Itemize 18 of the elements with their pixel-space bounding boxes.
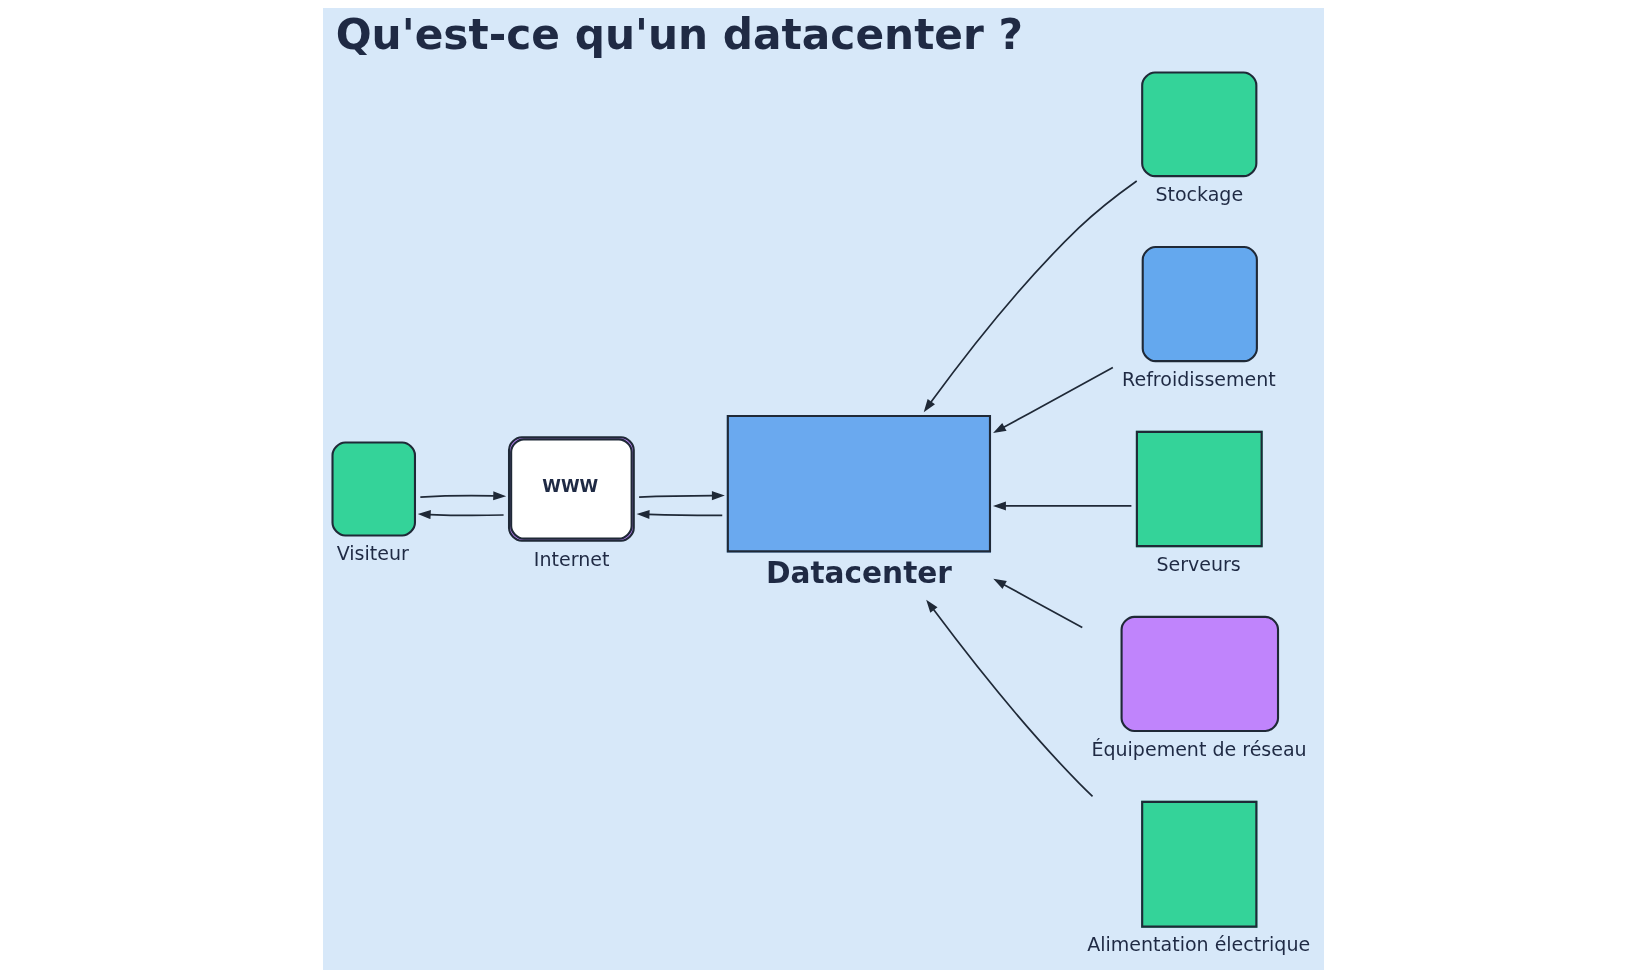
node-label: Stockage bbox=[1154, 182, 1243, 205]
arrow bbox=[417, 510, 504, 520]
node-label: Équipement de réseau bbox=[1090, 737, 1307, 760]
arrow bbox=[923, 180, 1138, 413]
diagram-title: Qu'est-ce qu'un datacenter ? bbox=[335, 10, 1023, 60]
node-label: Serveurs bbox=[1155, 552, 1241, 575]
arrow bbox=[637, 491, 725, 501]
node-label: Alimentation électrique bbox=[1086, 933, 1310, 956]
arrow bbox=[992, 501, 1132, 511]
arrow bbox=[992, 578, 1083, 629]
arrow bbox=[925, 599, 1093, 798]
node-label: Internet bbox=[533, 547, 609, 570]
node-label: Refroidissement bbox=[1121, 367, 1276, 390]
arrow bbox=[992, 366, 1114, 434]
arrow bbox=[636, 509, 723, 519]
arrow bbox=[419, 491, 506, 501]
node-label: Datacenter bbox=[765, 556, 952, 591]
node-label: Visiteur bbox=[336, 542, 409, 565]
